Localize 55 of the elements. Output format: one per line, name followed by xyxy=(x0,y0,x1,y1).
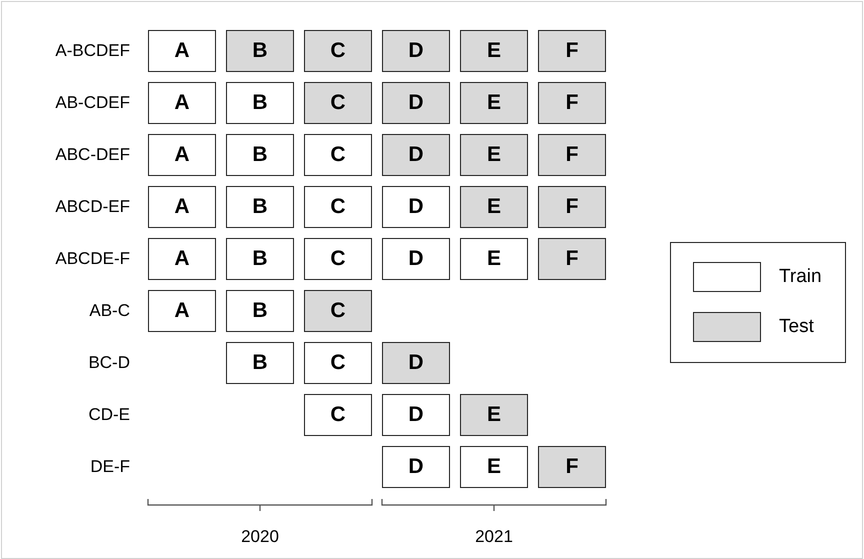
train-period-box: C xyxy=(304,134,372,176)
test-period-box: F xyxy=(538,238,606,280)
train-period-box: A xyxy=(148,30,216,72)
test-period-box: C xyxy=(304,290,372,332)
test-period-box: E xyxy=(460,394,528,436)
row-label: ABCDE-F xyxy=(54,249,130,269)
row-label: AB-C xyxy=(88,301,130,321)
train-period-box: B xyxy=(226,238,294,280)
test-period-box: D xyxy=(382,134,450,176)
test-period-box: F xyxy=(538,134,606,176)
year-label: 2021 xyxy=(474,527,514,547)
test-period-box: B xyxy=(226,30,294,72)
train-period-box: C xyxy=(304,342,372,384)
train-period-box: C xyxy=(304,238,372,280)
train-period-box: B xyxy=(226,342,294,384)
train-period-box: E xyxy=(460,238,528,280)
train-period-box: C xyxy=(304,186,372,228)
test-period-box: D xyxy=(382,82,450,124)
train-period-box: B xyxy=(226,290,294,332)
legend-label: Train xyxy=(779,266,822,288)
row-label: DE-F xyxy=(89,457,130,477)
train-period-box: A xyxy=(148,238,216,280)
train-period-box: E xyxy=(460,446,528,488)
train-period-box: B xyxy=(226,186,294,228)
legend-label: Test xyxy=(779,316,814,338)
row-label: AB-CDEF xyxy=(54,93,130,113)
test-period-box: E xyxy=(460,186,528,228)
train-period-box: A xyxy=(148,82,216,124)
train-period-box: B xyxy=(226,134,294,176)
train-period-box: A xyxy=(148,290,216,332)
test-period-box: D xyxy=(382,342,450,384)
train-period-box: B xyxy=(226,82,294,124)
row-label: ABC-DEF xyxy=(54,145,130,165)
test-period-box: F xyxy=(538,446,606,488)
train-period-box: D xyxy=(382,186,450,228)
test-period-box: C xyxy=(304,30,372,72)
test-period-box: E xyxy=(460,134,528,176)
train-period-box: A xyxy=(148,186,216,228)
train-period-box: D xyxy=(382,446,450,488)
row-label: CD-E xyxy=(87,405,130,425)
test-period-box: D xyxy=(382,30,450,72)
test-period-box: F xyxy=(538,30,606,72)
row-label: A-BCDEF xyxy=(54,41,130,61)
row-label: BC-D xyxy=(87,353,130,373)
test-period-box: F xyxy=(538,186,606,228)
year-label: 2020 xyxy=(240,527,280,547)
row-label: ABCD-EF xyxy=(54,197,130,217)
train-period-box: D xyxy=(382,238,450,280)
test-period-box: E xyxy=(460,82,528,124)
train-period-box: D xyxy=(382,394,450,436)
test-period-box: E xyxy=(460,30,528,72)
test-period-box: F xyxy=(538,82,606,124)
train-period-box: C xyxy=(304,394,372,436)
train-period-box: A xyxy=(148,134,216,176)
test-period-box: C xyxy=(304,82,372,124)
